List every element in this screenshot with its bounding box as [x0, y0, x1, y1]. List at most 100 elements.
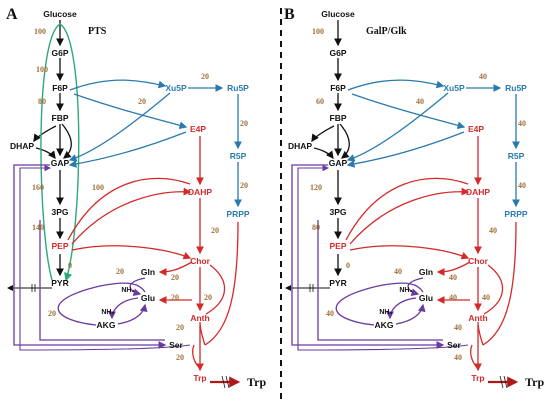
arrow-fbp-gap-2: [61, 123, 72, 159]
metabolite-pep: PEP: [51, 241, 68, 251]
arrow-f6p-e4p: [73, 93, 188, 130]
arrow-akg-glu: [395, 303, 426, 325]
flux-xu5p: 40: [479, 72, 487, 81]
arrow-ser-trp: [470, 344, 479, 369]
arrow-pep-dahp-2: [345, 177, 469, 241]
arrow-pts-loop: [40, 23, 80, 282]
metabolite-glucose: Glucose: [321, 9, 355, 19]
metabolite-pg3: 3PG: [329, 207, 346, 217]
arrow-f6p-e4p: [351, 93, 466, 130]
metabolite-trp: Trp: [471, 373, 484, 383]
arrow-pep-dahp: [349, 187, 470, 245]
enzyme-label: PTS: [88, 26, 107, 37]
metabolite-chor: Chor: [190, 256, 211, 266]
flux-e4p: 20: [138, 97, 146, 106]
flux-dahp-chor: 40: [489, 226, 497, 235]
metabolite-dhap: DHAP: [288, 141, 312, 151]
metabolite-gap: GAP: [329, 158, 348, 168]
arrow-chor-anth-side: [205, 264, 226, 315]
metabolite-gln: Gln: [419, 267, 433, 277]
metabolite-trp-out: Trp: [525, 375, 544, 389]
metabolite-pyr: PYR: [329, 278, 346, 288]
flux-ru5p-r5p: 40: [518, 119, 526, 128]
flux-pg-pep: 80: [312, 223, 320, 232]
arrow-chor-anth-side: [483, 264, 504, 315]
metabolite-chor: Chor: [468, 256, 489, 266]
metabolite-gap: GAP: [51, 158, 70, 168]
metabolite-nh3: NH₃: [121, 287, 134, 294]
metabolite-glu: Glu: [419, 293, 433, 303]
flux-chor-anth: 40: [482, 293, 490, 302]
arrow-glu-loop: [335, 282, 424, 326]
metabolite-r5p: R5P: [230, 151, 247, 161]
flux-r5p-prpp: 40: [518, 181, 526, 190]
panel-label: A: [6, 6, 18, 23]
arrow-pep-chor: [71, 245, 192, 260]
metabolite-gln: Gln: [141, 267, 155, 277]
metabolite-g6p: G6P: [329, 48, 346, 58]
flux-anth-loop: 40: [394, 267, 402, 276]
flux-anth-loop: 20: [116, 267, 124, 276]
metabolite-pg3: 3PG: [51, 207, 68, 217]
flux-pts: 100: [92, 183, 104, 192]
arrow-e4p-gap: [346, 131, 465, 168]
arrow-ser-gap: [297, 164, 469, 351]
break-mark: [225, 375, 230, 389]
metabolite-glucose: Glucose: [43, 9, 77, 19]
arrow-gap-ser: [13, 164, 167, 349]
metabolite-nh3: NH₃: [101, 309, 114, 316]
arrow-dhap-gap: [35, 147, 56, 160]
panel-label: B: [284, 6, 295, 23]
metabolite-fbp: FBP: [330, 113, 347, 123]
flux-glc-g6p: 100: [312, 27, 324, 36]
metabolite-ru5p: Ru5P: [505, 83, 527, 93]
arrow-pep-chor: [349, 245, 470, 260]
arrow-fbp-dhap: [33, 125, 57, 143]
arrow-ser-gap: [19, 164, 191, 351]
metabolite-dhap: DHAP: [10, 141, 34, 151]
arrow-pep-dahp: [71, 187, 192, 245]
arrow-chor-gln: [436, 261, 471, 276]
metabolite-trp: Trp: [193, 373, 206, 383]
flux-gap-3pg: 120: [310, 183, 322, 192]
metabolite-pyr: PYR: [51, 278, 68, 288]
metabolite-prpp: PRPP: [504, 209, 527, 219]
metabolite-akg: AKG: [375, 320, 394, 330]
flux-ser: 40: [454, 323, 462, 332]
flux-anth-glu: 40: [449, 293, 457, 302]
metabolite-pep: PEP: [329, 241, 346, 251]
metabolite-r5p: R5P: [508, 151, 525, 161]
arrow-glu-akg: [386, 297, 417, 320]
metabolite-ru5p: Ru5P: [227, 83, 249, 93]
metabolite-trp-out: Trp: [247, 375, 266, 389]
metabolite-nh3: NH₃: [379, 309, 392, 316]
metabolite-anth: Anth: [190, 313, 209, 323]
arrow-chor-gln: [158, 261, 193, 276]
flux-chor-anth: 20: [204, 293, 212, 302]
metabolite-glu: Glu: [141, 293, 155, 303]
arrow-3pg-ser: [317, 220, 443, 341]
metabolite-ser: Ser: [447, 340, 461, 350]
flux-chor-glu: 40: [449, 273, 457, 282]
metabolite-ser: Ser: [169, 340, 183, 350]
arrow-f6p-xu5p: [347, 79, 445, 91]
metabolite-xu5p: Xu5P: [443, 83, 465, 93]
arrow-gln-glu: [129, 277, 146, 296]
arrow-ser-trp: [192, 344, 201, 369]
arrow-glu-loop: [57, 282, 146, 326]
metabolite-dahp: DAHP: [188, 187, 212, 197]
flux-glu-loop: 40: [326, 309, 334, 318]
flux-trp: 40: [454, 353, 462, 362]
metabolite-nh3: NH₃: [399, 287, 412, 294]
flux-chor-glu: 20: [171, 273, 179, 282]
flux-e4p: 40: [416, 97, 424, 106]
metabolite-dahp: DAHP: [466, 187, 490, 197]
arrow-fbp-gap-2: [339, 123, 350, 159]
metabolite-xu5p: Xu5P: [165, 83, 187, 93]
arrow-pep-dahp-2: [67, 177, 191, 241]
metabolite-prpp: PRPP: [226, 209, 249, 219]
flux-xu5p: 20: [201, 72, 209, 81]
